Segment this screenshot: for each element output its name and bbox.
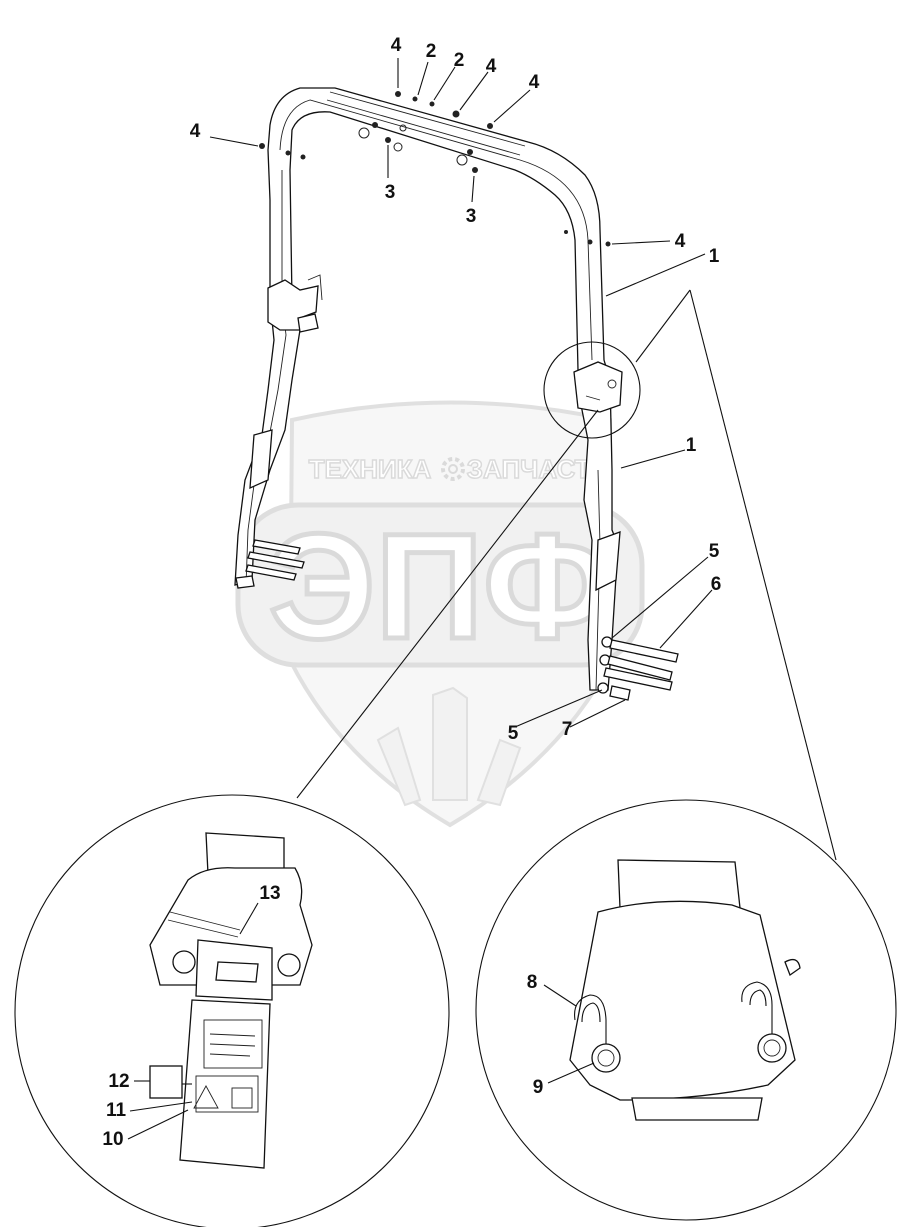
callout-8: 8: [527, 972, 538, 993]
callout-labels: 4 2 2 4 4 4 3 3 4 1 1 5 6 5 7 13 12 11 1…: [102, 35, 721, 1150]
callout-5: 5: [709, 541, 720, 562]
watermark-logo: ЭПФ ТЕХНИКА ЗАПЧАСТИ: [235, 400, 645, 828]
callout-13: 13: [259, 883, 280, 904]
callout-2: 2: [426, 41, 437, 62]
callout-11: 11: [106, 1100, 127, 1121]
watermark-logo-text: ЭПФ: [269, 502, 612, 670]
callout-10: 10: [102, 1129, 123, 1150]
left-pins: [235, 539, 305, 589]
spring-pin-left: [574, 994, 621, 1073]
right-pins: [597, 636, 679, 701]
callout-3: 3: [385, 182, 396, 203]
callout-4: 4: [391, 35, 402, 56]
callout-4: 4: [486, 56, 497, 77]
callout-9: 9: [533, 1077, 544, 1098]
callout-4: 4: [190, 121, 201, 142]
roll-bar-frame: [234, 87, 679, 701]
callout-1: 1: [709, 246, 720, 267]
callout-12: 12: [108, 1071, 129, 1092]
gear-icon: [441, 457, 465, 481]
detail-left-leaders: [127, 902, 259, 1140]
detail-view-left: [14, 794, 450, 1230]
detail-marker-circle: [543, 341, 641, 439]
callout-4: 4: [675, 231, 686, 252]
callout-5: 5: [508, 723, 519, 744]
leader-lines: [209, 58, 837, 861]
watermark-text-left: ТЕХНИКА: [309, 454, 432, 484]
wheat-icon: [376, 686, 522, 807]
callout-4: 4: [529, 72, 540, 93]
callout-7: 7: [562, 719, 573, 740]
callout-1: 1: [686, 435, 697, 456]
hardware-bolts: [259, 91, 611, 247]
callout-3: 3: [466, 206, 477, 227]
callout-6: 6: [711, 574, 722, 595]
spring-pin-right: [741, 981, 787, 1063]
callout-2: 2: [454, 50, 465, 71]
detail-view-right: [475, 799, 897, 1221]
detail-right-leaders: [543, 984, 595, 1084]
